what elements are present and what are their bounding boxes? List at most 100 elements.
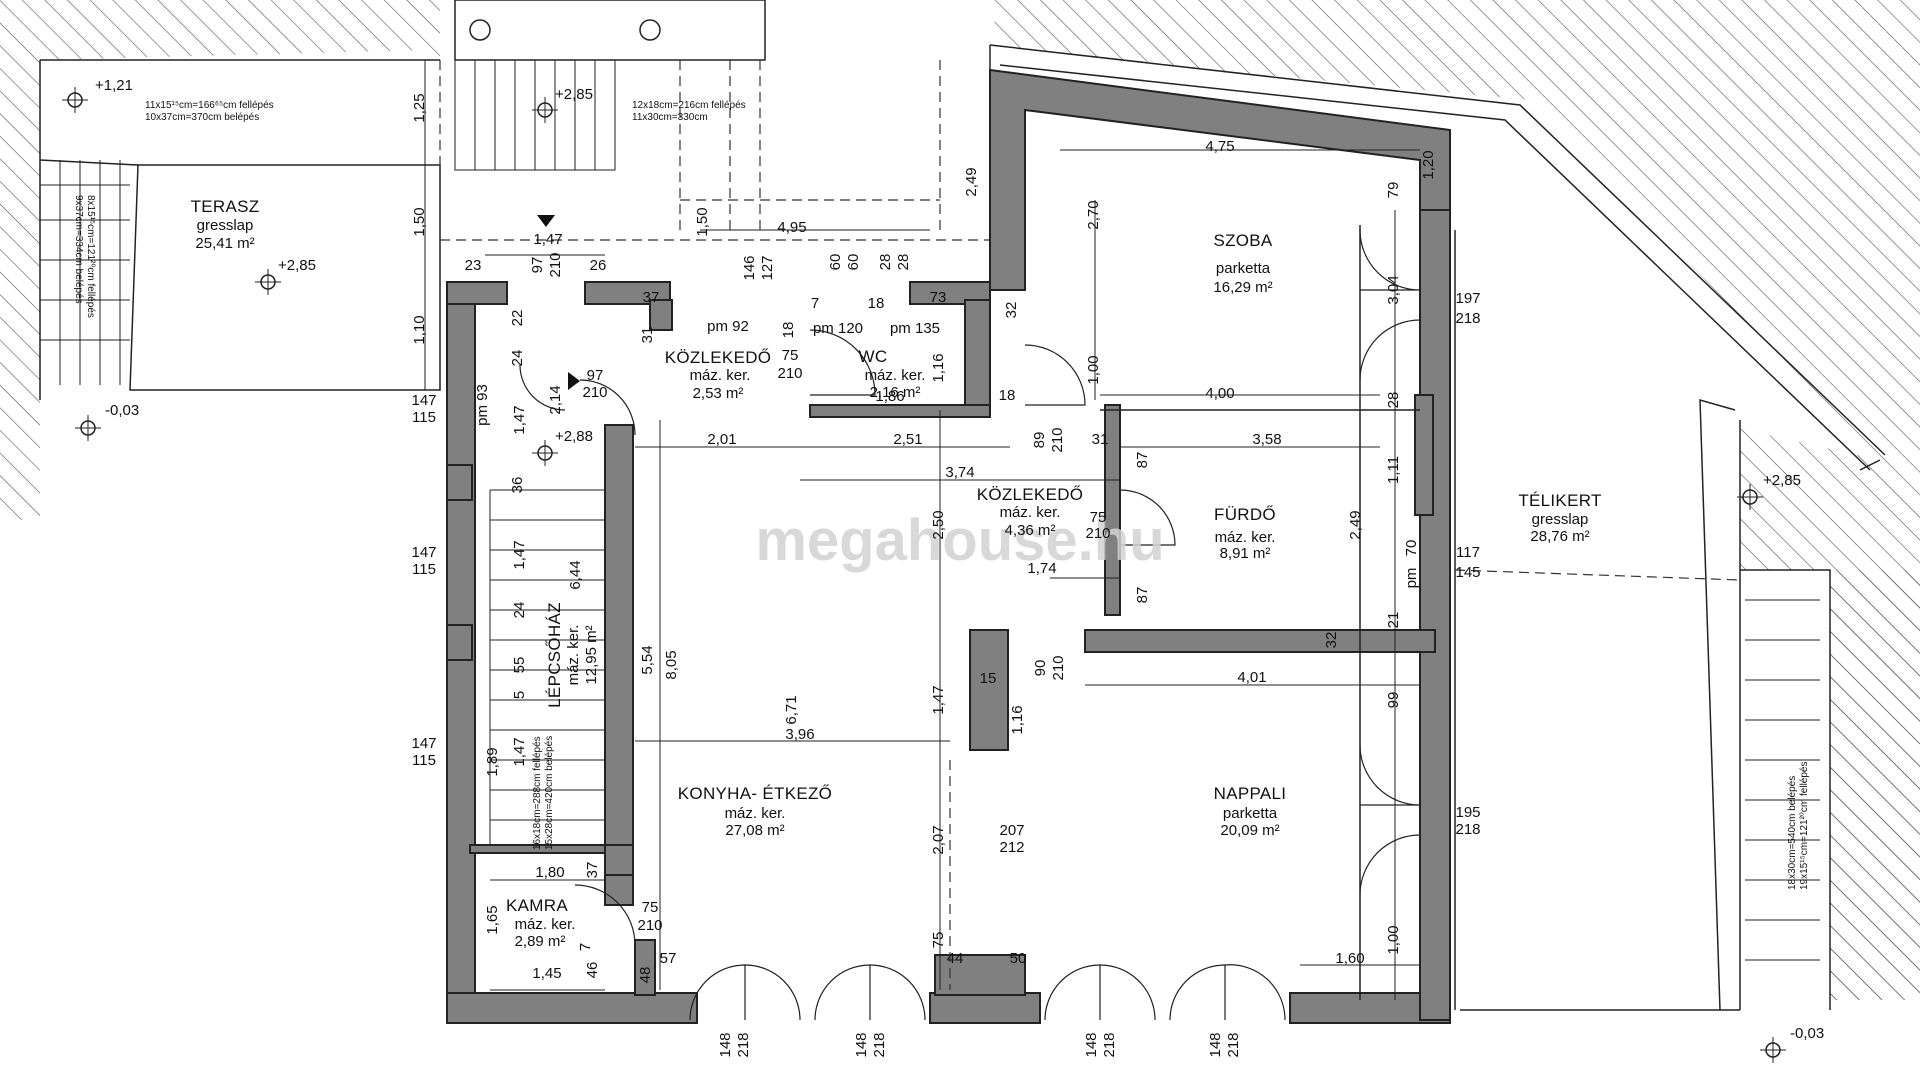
dim-label: 210	[1085, 525, 1110, 542]
dim-label: 32	[1003, 302, 1020, 319]
dim-label: 148	[1083, 1032, 1100, 1057]
room-nappali-floor: parketta	[1223, 805, 1278, 822]
dim-label: 1,47	[511, 405, 528, 434]
dim-label: pm 93	[474, 384, 491, 426]
stair-note: 16x18cm=288cm fellépés	[532, 736, 543, 850]
dim-label: 1,47	[511, 737, 528, 766]
room-szoba-name: SZOBA	[1213, 231, 1272, 250]
level-text: -0,03	[105, 402, 139, 419]
dim-label: 2,01	[707, 431, 736, 448]
dim-label: 1,74	[1027, 560, 1056, 577]
room-wc-name: WC	[859, 347, 888, 366]
section-arrow-top	[537, 215, 555, 227]
dim-label: 24	[511, 602, 528, 619]
dim-label: 46	[584, 962, 601, 979]
dim-label: 4,75	[1205, 138, 1234, 155]
terrace-outline	[39, 159, 441, 391]
dim-label: 6,44	[567, 560, 584, 589]
dim-label: 7	[811, 295, 819, 312]
dim-label: 210	[582, 384, 607, 401]
dim-label: 57	[660, 950, 677, 967]
dim-label: 2,49	[963, 167, 980, 196]
room-lepcsohaz-floor: máz. ker.	[565, 625, 582, 686]
dim-label: 4,95	[777, 219, 806, 236]
room-konyha-area: 27,08 m²	[725, 822, 784, 839]
dim-label: 127	[759, 255, 776, 280]
dim-label: 73	[930, 289, 947, 306]
dim-label: 1,47	[511, 540, 528, 569]
dim-label: 1,47	[533, 231, 562, 248]
dim-label: 2,51	[893, 431, 922, 448]
dim-label: 115	[412, 561, 436, 578]
dim-label: 21	[1385, 612, 1402, 629]
room-lepcsohaz-area: 12,95 m²	[583, 625, 600, 684]
level-marker	[1760, 1037, 1786, 1063]
room-furdo-floor: máz. ker.	[1215, 529, 1276, 546]
dim-label: 1,16	[930, 353, 947, 382]
dim-label: 3,58	[1252, 431, 1281, 448]
dim-label: 1,86	[875, 388, 904, 405]
room-kamra-area: 2,89 m²	[515, 933, 566, 950]
dim-label: 146	[741, 255, 758, 280]
stair-note: 8x15¹⁵cm=121²⁰cm fellépés	[85, 195, 96, 318]
dim-label: 210	[637, 917, 662, 934]
dim-label: 89	[1031, 432, 1048, 449]
room-kamra-floor: máz. ker.	[515, 916, 576, 933]
level-text: +2,85	[278, 257, 316, 274]
dim-label: 60	[845, 254, 862, 271]
stair-note: 12x18cm=216cm fellépés	[632, 100, 746, 111]
dim-label: 2,50	[930, 510, 947, 539]
dim-label: 1,00	[1385, 925, 1402, 954]
dim-label: 1,20	[1420, 150, 1437, 179]
stair-note: 19x15¹⁵cm=121²⁰cm fellépés	[1799, 762, 1810, 891]
dim-label: 28	[1385, 392, 1402, 409]
dim-label: 37	[584, 862, 601, 879]
dim-label: 1,10	[411, 315, 428, 344]
dim-label: 90	[1032, 660, 1049, 677]
room-telikert-area: 28,76 m²	[1530, 528, 1589, 545]
dim-label: 2,70	[1085, 200, 1102, 229]
dim-label: 1,89	[484, 747, 501, 776]
dim-label: 210	[777, 365, 802, 382]
doors	[519, 229, 1421, 1021]
room-terasz-name: TERASZ	[191, 197, 260, 216]
dim-label: 18	[780, 322, 797, 339]
dim-label: 1,60	[1335, 950, 1364, 967]
dim-label: 97	[529, 257, 546, 274]
level-texts: +1,21 +2,85 +2,85 -0,03 +2,88 +2,85 -0,0…	[95, 77, 1824, 1042]
site-boundaries	[39, 0, 1886, 1011]
dim-label: 31	[639, 327, 656, 344]
dim-label: 70	[1403, 540, 1420, 557]
room-kozlekedo2-floor: máz. ker.	[1000, 504, 1061, 521]
dim-label: 23	[465, 257, 482, 274]
level-text: -0,03	[1790, 1025, 1824, 1042]
dim-label: 28	[877, 254, 894, 271]
stair-notes: 11x15¹⁵cm=166⁶⁵cm fellépés 10x37cm=370cm…	[73, 100, 1810, 890]
dim-label: pm	[1403, 568, 1420, 589]
dim-label: 210	[1049, 427, 1066, 452]
dim-label: 117	[1456, 544, 1480, 561]
dim-label: 15	[980, 670, 997, 687]
room-nappali-name: NAPPALI	[1214, 784, 1287, 803]
level-markers	[62, 87, 1786, 1063]
stair-note: 11x15¹⁵cm=166⁶⁵cm fellépés	[145, 100, 274, 111]
room-furdo-area: 8,91 m²	[1220, 545, 1271, 562]
room-telikert-floor: gresslap	[1532, 511, 1589, 528]
dim-label: 22	[509, 310, 526, 327]
terrain-hatching	[0, 0, 1920, 1000]
dim-label: 115	[412, 752, 436, 769]
dim-label: 75	[1090, 509, 1107, 526]
room-kozlekedo2-area: 4,36 m²	[1005, 522, 1056, 539]
room-kozlekedo1-area: 2,53 m²	[693, 385, 744, 402]
dim-label: 2,14	[547, 385, 564, 414]
watermark: megahouse.hu	[755, 508, 1164, 573]
dim-label: 212	[999, 839, 1024, 856]
level-text: +2,85	[555, 86, 593, 103]
dim-label: pm 92	[707, 318, 749, 335]
dim-label: 1,65	[484, 905, 501, 934]
dim-label: 148	[1207, 1032, 1224, 1057]
dim-label: 1,00	[1085, 355, 1102, 384]
dim-label: 207	[999, 822, 1024, 839]
dim-label: 26	[590, 257, 607, 274]
